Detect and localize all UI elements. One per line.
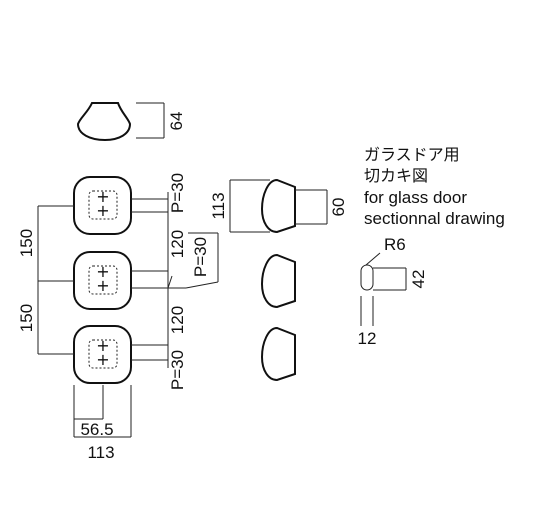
front-handle-1: + + xyxy=(73,176,132,235)
dim-top-handle-height: 64 xyxy=(167,112,186,131)
dim-width: 113 xyxy=(87,443,114,462)
side-handle-1 xyxy=(260,178,296,234)
dim-half-width: 56.5 xyxy=(80,420,113,439)
dim-spacing-upper: 120 xyxy=(168,230,187,258)
right-dimension-lines xyxy=(131,192,219,368)
top-handle-profile xyxy=(76,102,165,142)
svg-text:+: + xyxy=(96,276,109,295)
bottom-dimension-lines xyxy=(73,385,132,438)
dim-pitch-upper: P=30 xyxy=(168,173,187,213)
dim-side-depth: 60 xyxy=(329,198,348,217)
note-line-1: ガラスドア用 xyxy=(364,145,460,164)
dim-radius: R6 xyxy=(384,235,406,254)
front-handle-3: + + xyxy=(73,325,132,384)
cutout-detail xyxy=(360,252,407,326)
side-handle-2 xyxy=(260,253,296,309)
dim-spacing-lower: 120 xyxy=(168,306,187,334)
svg-text:+: + xyxy=(96,336,109,355)
dim-vertical-lower: 150 xyxy=(17,304,36,332)
note-line-2: 切カキ図 xyxy=(364,166,428,185)
dim-vertical-upper: 150 xyxy=(17,229,36,257)
svg-text:+: + xyxy=(96,350,109,369)
svg-text:+: + xyxy=(96,187,109,206)
svg-text:+: + xyxy=(96,201,109,220)
dim-pitch-lower: P=30 xyxy=(168,350,187,390)
dim-cutout-depth: 42 xyxy=(409,270,428,289)
dim-side-height: 113 xyxy=(209,192,228,219)
side-dimension-lines xyxy=(229,179,328,233)
front-handle-2: + + xyxy=(73,251,132,310)
note-line-4: sectionnal drawing xyxy=(364,209,505,228)
dim-pitch-mid: P=30 xyxy=(191,237,210,277)
left-dimension-lines xyxy=(37,205,74,355)
note-line-3: for glass door xyxy=(364,188,467,207)
dim-cutout-width: 12 xyxy=(358,329,377,348)
svg-text:+: + xyxy=(96,262,109,281)
side-handle-3 xyxy=(260,326,296,382)
